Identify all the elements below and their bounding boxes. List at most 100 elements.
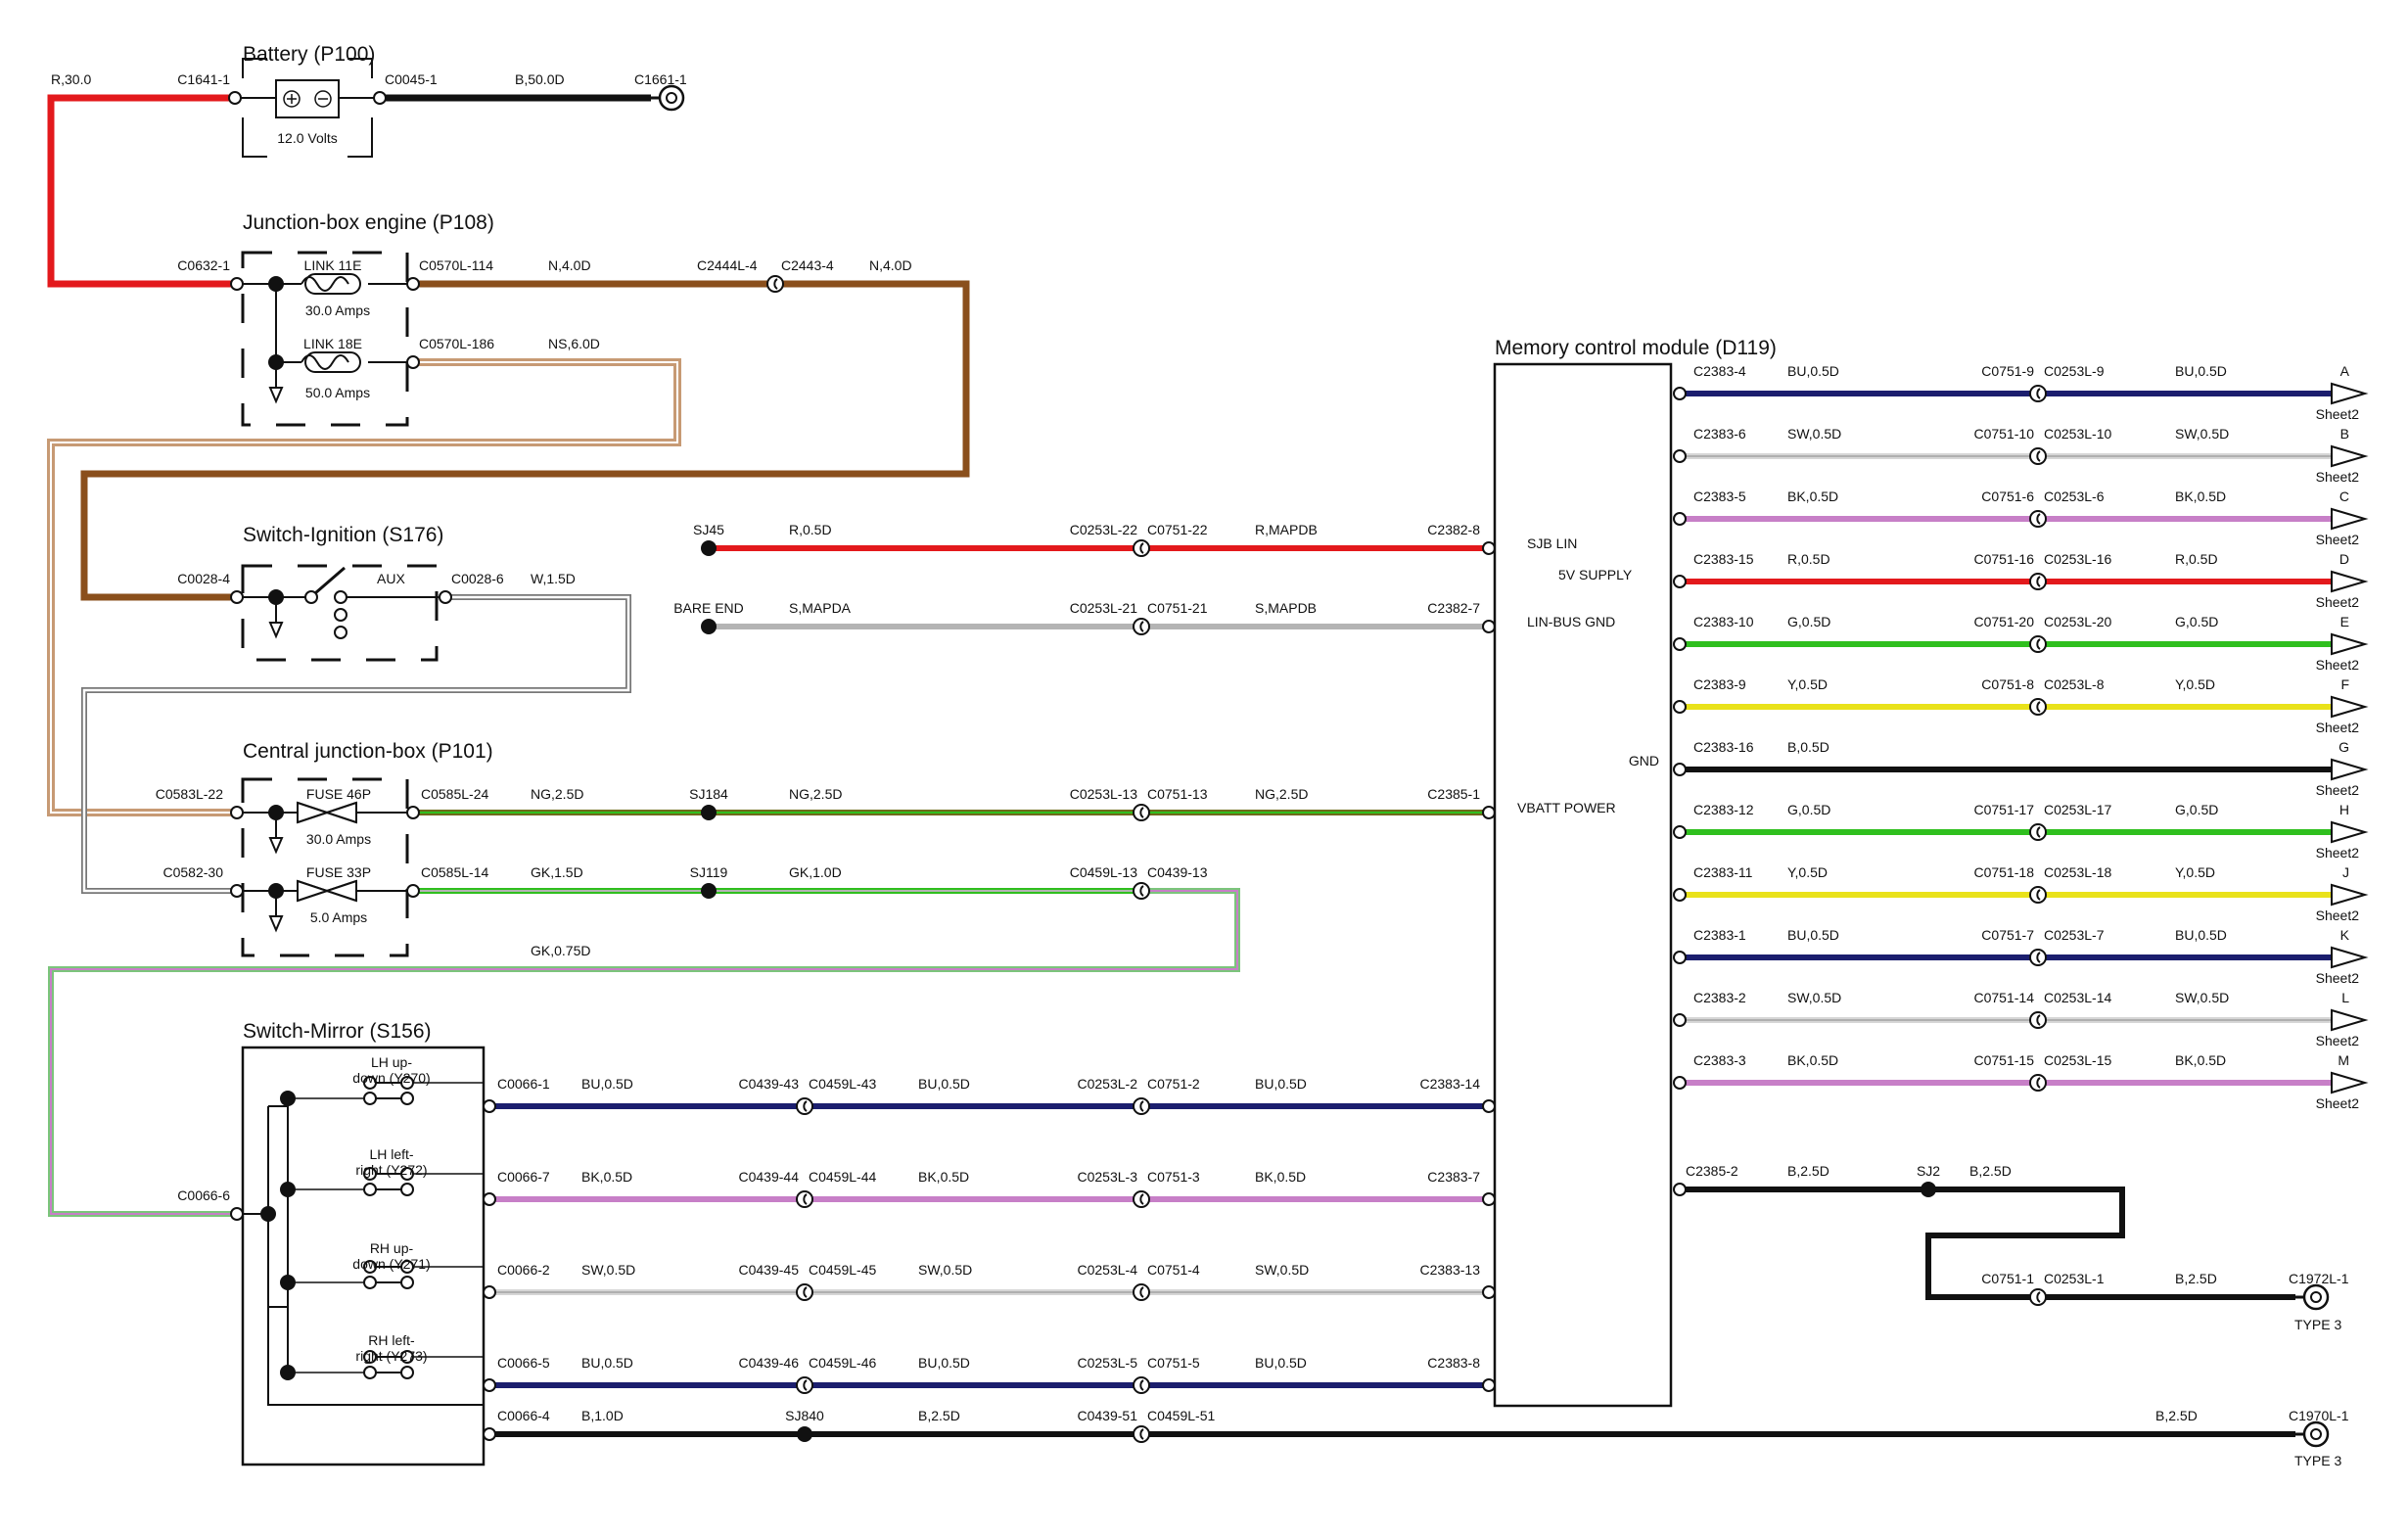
wire-ns60-stripe xyxy=(50,361,678,814)
sheet-letter: B xyxy=(2340,426,2349,442)
sheet-ref: Sheet2 xyxy=(2316,1095,2360,1111)
inline-connector-mark xyxy=(2036,388,2041,399)
output-connector: C0751-20 xyxy=(1974,614,2035,629)
connector-label: C0028-6 xyxy=(451,571,504,586)
output-wire: G,0.5D xyxy=(2175,614,2218,629)
output-wire: B,0.5D xyxy=(1787,739,1829,755)
mirror-connector: C0066-1 xyxy=(497,1076,550,1092)
pin-module-0 xyxy=(1482,1099,1496,1113)
cjb-outline xyxy=(241,777,409,957)
mirror-switch-label: RH left- xyxy=(368,1332,415,1348)
wire-label: R,0.5D xyxy=(789,522,832,537)
mirror-connector: C0439-44 xyxy=(739,1169,800,1185)
output-wire: BK,0.5D xyxy=(2175,489,2226,504)
output-connector: C0751-7 xyxy=(1981,927,2034,943)
inline-connector-mark xyxy=(2036,952,2041,963)
inline-connector-mark xyxy=(2036,1014,2041,1026)
sheet-arrow-F xyxy=(2331,695,2369,719)
connector-label: C0751-22 xyxy=(1147,522,1208,537)
module-pin-label: SJB LIN xyxy=(1527,535,1577,551)
mirror-title: Switch-Mirror (S156) xyxy=(243,1020,432,1043)
pin-c0585-24 xyxy=(406,806,420,819)
output-connector: C0253L-14 xyxy=(2044,990,2111,1005)
output-wire: BU,0.5D xyxy=(2175,363,2227,379)
mirror-wire: SW,0.5D xyxy=(1255,1262,1309,1278)
wire-label: N,4.0D xyxy=(548,257,591,273)
fuse-label: FUSE 33P xyxy=(306,864,371,880)
connector-label: C0459L-13 xyxy=(1070,864,1137,880)
battery-cell xyxy=(275,79,340,118)
inline-connector-mark xyxy=(2036,889,2041,901)
wire-label: B,2.5D xyxy=(1787,1163,1829,1179)
pin-out-E xyxy=(1673,637,1687,651)
connector-label: C0253L-13 xyxy=(1070,786,1137,802)
inline-connector-mark xyxy=(1139,885,1144,897)
connector-label: C0439-51 xyxy=(1078,1408,1138,1423)
inline-connector-mark xyxy=(2036,826,2041,838)
mirror-wire: BK,0.5D xyxy=(1255,1169,1306,1185)
type-label: TYPE 3 xyxy=(2294,1317,2341,1332)
fusible-link-body xyxy=(304,273,361,295)
wire-label: GK,0.75D xyxy=(531,943,590,958)
pin-c0028-6 xyxy=(439,590,452,604)
sheet-letter: J xyxy=(2342,864,2349,880)
link-11e xyxy=(301,276,349,292)
output-connector: C2383-2 xyxy=(1693,990,1746,1005)
connector-label: C1972L-1 xyxy=(2289,1271,2349,1286)
output-wire: BK,0.5D xyxy=(1787,489,1838,504)
sheet-arrow-J xyxy=(2331,883,2369,907)
pin-out-K xyxy=(1673,951,1687,964)
mirror-wire: BU,0.5D xyxy=(1255,1076,1307,1092)
sheet-letter: G xyxy=(2339,739,2349,755)
wire-label: S,MAPDA xyxy=(789,600,852,616)
output-connector: C2383-10 xyxy=(1693,614,1754,629)
sheet-letter: D xyxy=(2339,551,2349,567)
connector-label: C0632-1 xyxy=(177,257,230,273)
amps-label: 30.0 Amps xyxy=(306,831,371,847)
connector-label: C1661-1 xyxy=(634,71,687,87)
mirror-contact xyxy=(400,1183,414,1196)
connector-label: C2382-7 xyxy=(1427,600,1480,616)
output-wire: Y,0.5D xyxy=(1787,676,1828,692)
wire-label: B,2.5D xyxy=(2175,1271,2217,1286)
pin-c0045 xyxy=(373,91,387,105)
pin-c0066-6 xyxy=(230,1207,244,1221)
output-connector: C0253L-15 xyxy=(2044,1052,2111,1068)
fuse-body-l xyxy=(297,879,331,903)
connector-label: C2443-4 xyxy=(781,257,834,273)
ign-contact xyxy=(334,608,347,622)
output-connector: C0751-6 xyxy=(1981,489,2034,504)
output-connector: C2383-15 xyxy=(1693,551,1754,567)
module-pin-label: VBATT POWER xyxy=(1517,800,1616,815)
mirror-wire: BU,0.5D xyxy=(1255,1355,1307,1371)
connector-label: C0066-4 xyxy=(497,1408,550,1423)
output-wire: R,0.5D xyxy=(1787,551,1830,567)
battery-plus-mark xyxy=(287,94,297,104)
pin-out-F xyxy=(1673,700,1687,714)
output-connector: C0253L-10 xyxy=(2044,426,2111,442)
output-connector: C2383-5 xyxy=(1693,489,1746,504)
sheet-ref: Sheet2 xyxy=(2316,845,2360,861)
wire-label: B,2.5D xyxy=(918,1408,960,1423)
output-wire: BU,0.5D xyxy=(2175,927,2227,943)
wire-n40-b xyxy=(80,280,970,601)
ignition-outline xyxy=(241,564,439,662)
pin-out-D xyxy=(1673,575,1687,588)
mirror-switch-label: right (Y273) xyxy=(355,1348,427,1364)
wire-gk075 xyxy=(48,888,1240,1217)
mirror-connector: C0459L-43 xyxy=(809,1076,876,1092)
wire-label: R,MAPDB xyxy=(1255,522,1318,537)
pin-mirror-0 xyxy=(483,1099,496,1113)
output-wire: R,0.5D xyxy=(2175,551,2218,567)
wire-b25-module xyxy=(1680,1187,2125,1300)
output-connector: C0751-14 xyxy=(1974,990,2035,1005)
output-connector: C0253L-18 xyxy=(2044,864,2111,880)
pin-out-G xyxy=(1673,763,1687,776)
pin-c0632 xyxy=(230,277,244,291)
mirror-connector: C2383-14 xyxy=(1420,1076,1481,1092)
output-connector: C0253L-7 xyxy=(2044,927,2105,943)
sheet-ref: Sheet2 xyxy=(2316,406,2360,422)
sheet-ref: Sheet2 xyxy=(2316,594,2360,610)
pin-out-H xyxy=(1673,825,1687,839)
